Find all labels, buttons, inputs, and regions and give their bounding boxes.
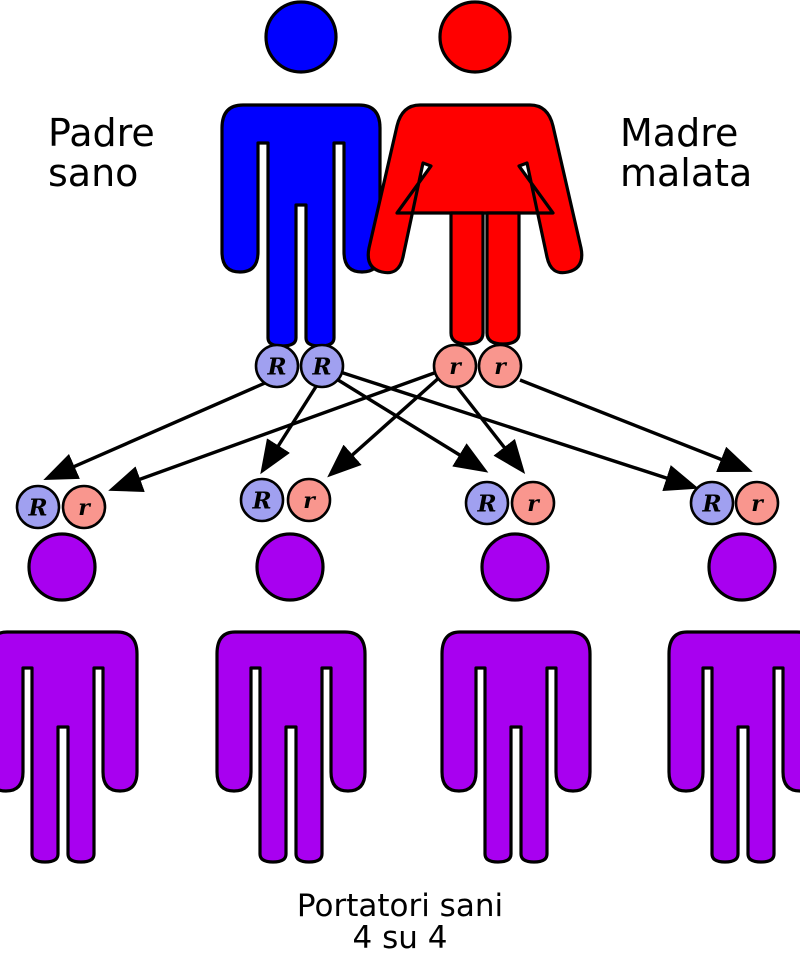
offspring-figure-4 — [667, 532, 800, 864]
offspring-3-head — [480, 532, 550, 602]
offspring-2-allele-2-circle — [286, 477, 332, 523]
mother-allele-2: r — [477, 343, 523, 389]
mother-allele-1-circle — [432, 343, 478, 389]
mother-head — [438, 0, 512, 74]
mother-allele-1-letter: r — [449, 354, 462, 380]
father-figure — [220, 0, 382, 348]
line-fatherR2-child2R — [260, 384, 319, 475]
mother-figure — [366, 0, 584, 346]
father-allele-2-letter: R — [311, 354, 331, 381]
father-allele-1-circle — [254, 343, 300, 389]
caption-line2: 4 su 4 — [353, 920, 448, 953]
mother-label: Madre malata — [620, 111, 752, 195]
father-allele-1: R — [254, 343, 300, 389]
offspring-2-allele-2-letter: r — [303, 488, 316, 514]
offspring-3-allele-2-circle — [510, 480, 556, 526]
offspring-figure-3 — [440, 532, 592, 864]
offspring-4-allele-1-letter: R — [701, 491, 721, 518]
father-label-line2: sano — [48, 151, 138, 195]
offspring-2-alleles: R r — [239, 477, 332, 523]
offspring-3-allele-1-circle — [464, 480, 510, 526]
mother-leg-right — [485, 211, 521, 346]
line-motherR1-child1r — [108, 370, 438, 492]
father-allele-1-letter: R — [266, 354, 286, 381]
father-head — [264, 0, 338, 74]
offspring-1-alleles: R r — [15, 484, 107, 530]
offspring-1-head — [27, 532, 97, 602]
mother-label-line2: malata — [620, 151, 752, 195]
offspring-3-allele-1-letter: R — [476, 491, 496, 518]
mother-leg-left — [449, 211, 485, 346]
caption: Portatori sani 4 su 4 — [297, 888, 503, 953]
offspring-2-allele-1-letter: R — [251, 488, 271, 515]
line-motherR2-child4r — [519, 378, 753, 473]
offspring-1-allele-2-letter: r — [78, 495, 91, 521]
offspring-1-allele-2-circle — [61, 484, 107, 530]
offspring-1-allele-1-letter: R — [27, 495, 47, 522]
offspring-2-allele-1-circle — [239, 477, 285, 523]
line-fatherR1-child1R — [43, 381, 266, 481]
offspring-3-alleles: R r — [464, 480, 556, 526]
mother-allele-2-circle — [477, 343, 523, 389]
father-allele-2: R — [299, 343, 345, 389]
father-allele-2-circle — [299, 343, 345, 389]
line-fatherR-child4R — [333, 368, 699, 492]
offspring-figure-1 — [0, 532, 139, 864]
offspring-4-allele-2-circle — [734, 480, 780, 526]
offspring-4-allele-2-letter: r — [751, 491, 764, 517]
line-motherR1-child2r — [327, 374, 443, 478]
inheritance-lines — [43, 368, 753, 492]
offspring-2-head — [255, 532, 325, 602]
line-fatherR-child3R — [329, 373, 489, 473]
offspring-4-head — [707, 532, 777, 602]
offspring-4-allele-1-circle — [689, 480, 735, 526]
offspring-1-allele-1-circle — [15, 484, 61, 530]
mother-label-line1: Madre — [620, 111, 738, 155]
father-alleles: R R — [254, 343, 345, 389]
offspring-figure-2 — [215, 532, 367, 864]
caption-line1: Portatori sani — [297, 888, 503, 924]
offspring-4-alleles: R r — [689, 480, 780, 526]
mother-allele-1: r — [432, 343, 478, 389]
offspring-3-allele-2-letter: r — [527, 491, 540, 517]
line-motherR1-child3r — [455, 385, 526, 475]
mother-allele-2-letter: r — [494, 354, 507, 380]
father-label-line1: Padre — [48, 111, 155, 155]
mother-alleles: r r — [432, 343, 523, 389]
father-label: Padre sano — [48, 111, 155, 195]
